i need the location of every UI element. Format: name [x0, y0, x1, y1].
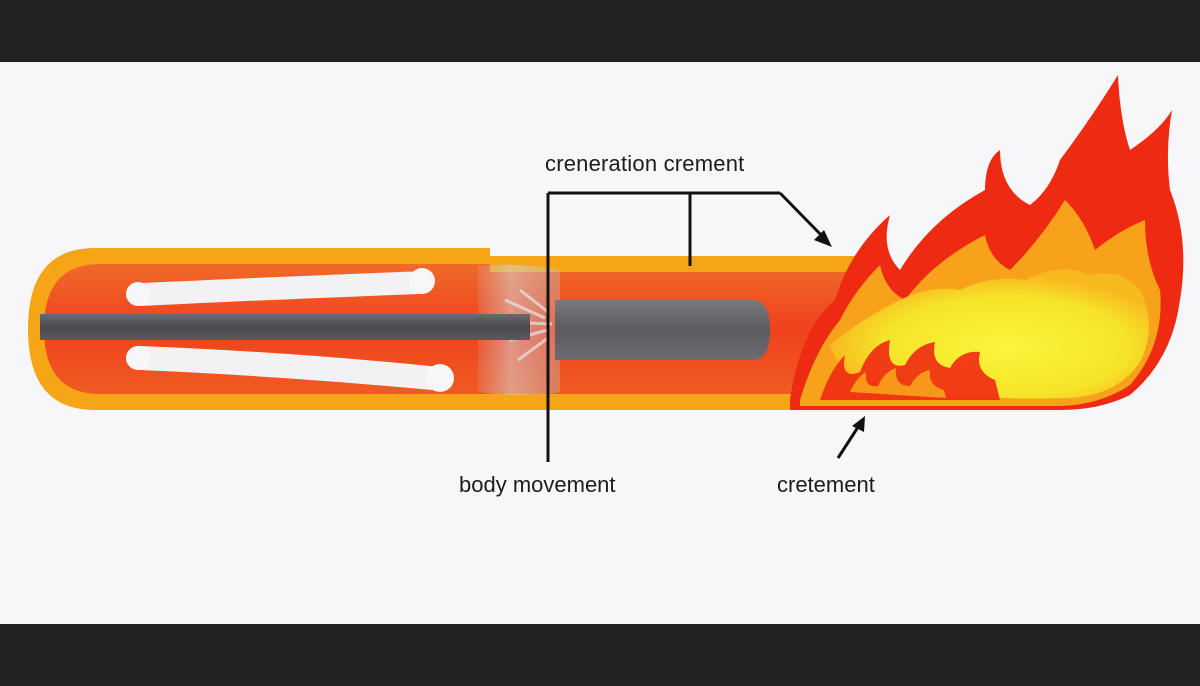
cylinder-block [555, 300, 770, 360]
cremation-tube-diagram [28, 75, 1184, 462]
flame-tongue-highlights [850, 368, 946, 398]
label-cretement: cretement [777, 472, 875, 497]
diagram-canvas: creneration crement body movement cretem… [0, 62, 1200, 624]
letterbox-bottom [0, 624, 1200, 686]
arrowhead-top [814, 230, 832, 247]
upper-bone [126, 268, 435, 306]
rod [40, 314, 530, 340]
label-creneration-crement: creneration crement [545, 151, 745, 176]
letterbox-top [0, 0, 1200, 62]
label-body-movement: body movement [459, 472, 616, 497]
arrowhead-bottom [852, 416, 865, 432]
leader-creneration-crement [546, 191, 828, 462]
leader-cretement [836, 423, 862, 459]
lower-bone [126, 346, 454, 392]
